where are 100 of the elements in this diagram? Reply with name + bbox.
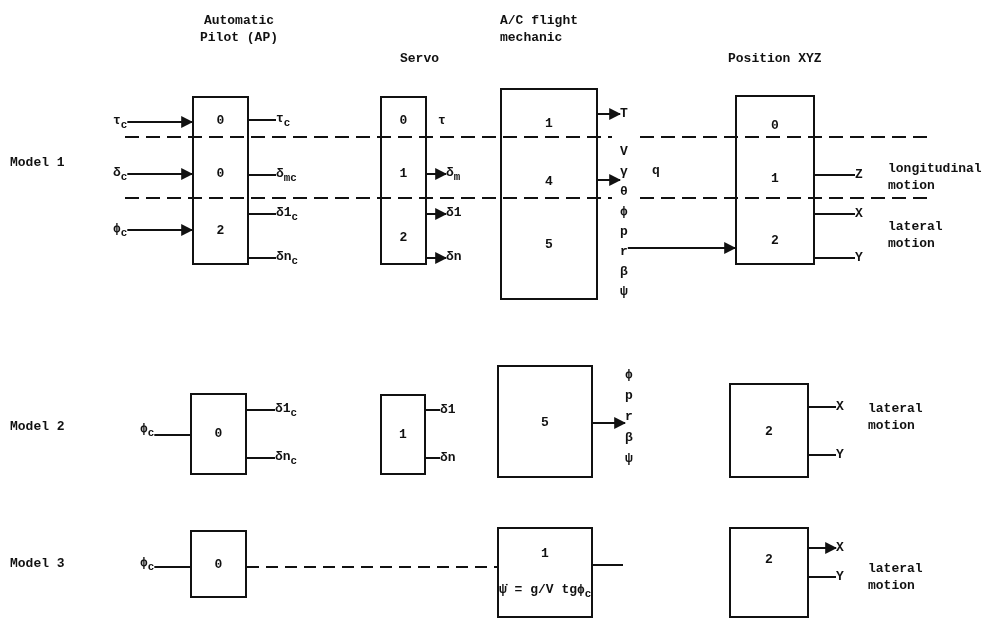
connector-line — [248, 174, 277, 176]
equation: 1 — [398, 165, 409, 183]
arrow — [126, 116, 194, 128]
connector-line — [814, 213, 856, 215]
block-box — [192, 96, 249, 265]
connector-line — [248, 119, 277, 121]
signal-label: T — [620, 105, 628, 123]
signal-label: X — [836, 398, 844, 416]
signal-label: δn — [440, 449, 456, 467]
heading-label: Position XYZ — [728, 50, 823, 67]
heading-label: Model 3 — [10, 555, 66, 572]
block-number: 1 — [544, 115, 554, 133]
signal-label: ϕ — [625, 366, 633, 384]
signal-label: V — [620, 143, 628, 161]
connector-line — [246, 457, 276, 459]
signal-label: r — [620, 243, 628, 261]
block-box — [729, 383, 809, 478]
signal-label: θ — [620, 183, 628, 201]
arrow — [426, 208, 448, 220]
signal-label: δ1 — [446, 204, 462, 222]
connector-line — [246, 566, 498, 568]
heading-label: longitudinal motion — [888, 160, 983, 194]
signal-label: τ$_{c}$ — [113, 112, 128, 134]
signal-label: γ — [620, 163, 628, 181]
block-box — [380, 96, 427, 265]
arrow — [597, 108, 622, 120]
arrow — [592, 417, 627, 429]
signal-label: X — [855, 205, 863, 223]
block-number: 0 — [770, 117, 780, 135]
block-number: 1 — [398, 426, 408, 444]
heading-label: Model 2 — [10, 418, 66, 435]
block-box — [380, 394, 426, 475]
signal-label: δ$_{c}$ — [113, 164, 128, 186]
block-box — [729, 527, 809, 618]
signal-label: Z — [855, 166, 863, 184]
block-box — [497, 365, 593, 478]
arrow — [126, 168, 194, 180]
block-box — [735, 95, 815, 265]
signal-label: δn — [446, 248, 462, 266]
block-number: 0 — [213, 425, 224, 443]
connector-line — [248, 257, 277, 259]
signal-label: δ1$_{c}$ — [275, 400, 298, 422]
signal-label: Y — [855, 249, 863, 267]
signal-label: ψ — [620, 283, 628, 301]
signal-label: ϕ$_{c}$ — [140, 554, 155, 576]
signal-label: β — [625, 429, 633, 447]
equation: ψ̇ = g/V tgϕ$_{c}$ — [499, 581, 591, 602]
signal-label: p — [620, 223, 628, 241]
arrow — [808, 542, 838, 554]
connector-line — [808, 576, 837, 578]
signal-label: δ1 — [440, 401, 456, 419]
signal-label: δn$_{c}$ — [275, 448, 298, 470]
equation: 5 — [544, 236, 554, 254]
connector-line — [246, 409, 276, 411]
block-number: 2 — [764, 551, 774, 569]
block-number: 1 — [540, 545, 550, 563]
heading-label: lateral motion — [868, 560, 924, 594]
connector-line — [814, 174, 856, 176]
arrow — [626, 242, 737, 254]
signal-label: ϕ — [620, 203, 628, 221]
block-number: 5 — [540, 414, 550, 432]
signal-label: Y — [836, 568, 844, 586]
signal-label: Y — [836, 446, 844, 464]
signal-label: δ$_{m}$ — [446, 164, 461, 186]
signal-label: τ — [438, 112, 447, 129]
heading-label: A/C flight mechanic — [500, 12, 579, 46]
equation: 2 — [770, 232, 780, 250]
heading-label: Model 1 — [10, 154, 66, 171]
equation: 0 — [215, 165, 226, 183]
signal-label: β — [620, 263, 628, 281]
equation: 2 — [398, 229, 409, 247]
arrow — [426, 252, 448, 264]
equation: 2 — [215, 222, 226, 240]
block-number: 0 — [398, 112, 409, 130]
block-box — [190, 393, 247, 475]
block-box — [497, 527, 593, 618]
connector-line — [153, 566, 191, 568]
signal-label: ψ — [625, 450, 633, 468]
signal-label: δn$_{c}$ — [276, 248, 299, 270]
signal-label: p — [625, 387, 633, 405]
block-box — [500, 88, 598, 300]
connector-line — [425, 409, 441, 411]
signal-label: q — [652, 162, 660, 180]
heading-label: Automatic Pilot (AP) — [199, 12, 279, 46]
heading-label: Servo — [400, 50, 440, 67]
heading-label: lateral motion — [868, 400, 924, 434]
signal-label: ϕ$_{c}$ — [113, 220, 128, 242]
block-number: 2 — [764, 423, 774, 441]
connector-line — [808, 454, 837, 456]
connector-line — [425, 457, 441, 459]
block-box — [190, 530, 247, 598]
block-number: 0 — [215, 112, 226, 130]
arrow — [426, 168, 448, 180]
arrow — [126, 224, 194, 236]
signal-label: ϕ$_{c}$ — [140, 420, 155, 442]
signal-label: δ1$_{c}$ — [276, 204, 299, 226]
connector-line — [153, 434, 191, 436]
arrow — [597, 174, 622, 186]
connector-line — [814, 257, 856, 259]
heading-label: lateral motion — [888, 218, 944, 252]
